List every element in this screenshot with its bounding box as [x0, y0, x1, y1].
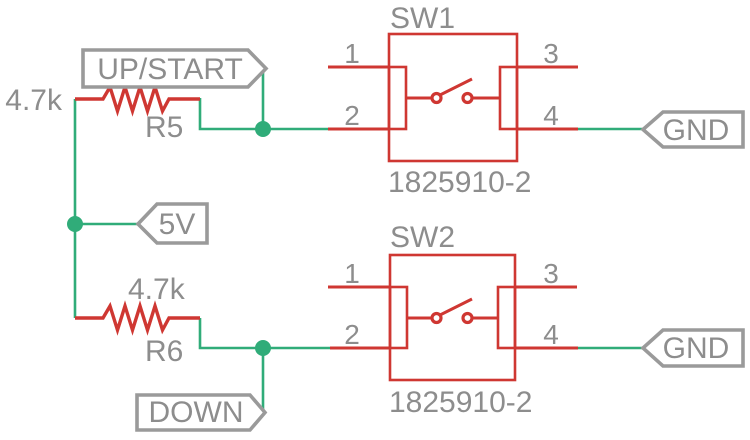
resistor-r6-symbol: [75, 300, 200, 336]
r5-value-label: 4.7k: [5, 84, 63, 117]
r5-zigzag: [75, 81, 200, 117]
net-label-gnd-top: GND: [663, 114, 730, 147]
net-flag-gnd-bottom: [640, 328, 745, 368]
sw2-contact-right: [461, 311, 474, 325]
sw2-right-contact-bar: [496, 285, 517, 350]
sw2-left-contact-bar: [388, 285, 409, 350]
r6-value-label: 4.7k: [128, 273, 186, 306]
sw1-lever: [439, 77, 473, 97]
sw1-right-contact-bar: [498, 65, 519, 131]
sw1-part-label: 1825910-2: [388, 166, 531, 199]
sw1-pin3-number: 3: [543, 38, 559, 69]
sw2-pin1-number: 1: [344, 258, 360, 289]
sw2-pin4-number: 4: [543, 319, 559, 350]
sw1-left-contact-bar: [387, 65, 408, 131]
r6-zigzag: [75, 300, 200, 336]
sw2-part-label: 1825910-2: [389, 386, 532, 419]
net-flag-up-start: [81, 48, 269, 89]
junction-dot-down: [255, 340, 271, 356]
r6-ref-label: R6: [145, 335, 183, 368]
wire-r6-to-sw2-pin2: [198, 318, 330, 350]
junction-dot-5v: [67, 216, 83, 232]
wire-r5-to-sw1-pin2: [198, 98, 328, 131]
net-label-down: DOWN: [149, 396, 244, 429]
sw1-ref-label: SW1: [390, 2, 455, 35]
net-flag-gnd-top: [640, 110, 745, 149]
sw2-pin3-number: 3: [543, 258, 559, 289]
switch-sw1-symbol: [328, 32, 578, 163]
sw1-pin1-number: 1: [344, 38, 360, 69]
sw2-contact-left: [430, 311, 443, 325]
sw1-pin2-number: 2: [344, 100, 360, 131]
net-flags: [81, 48, 745, 432]
labels: UP/START 5V DOWN GND GND 4.7k R5 4.7k R6…: [5, 2, 729, 429]
net-label-5v: 5V: [159, 208, 196, 241]
net-wires: [67, 69, 643, 411]
sw1-contact-left: [430, 91, 443, 105]
net-label-gnd-bottom: GND: [663, 332, 730, 365]
sw2-pin2-number: 2: [344, 319, 360, 350]
sw1-contact-right: [461, 91, 474, 105]
net-flag-5v: [135, 202, 209, 245]
switch-sw2-symbol: [328, 253, 578, 382]
resistor-r5-symbol: [75, 81, 200, 117]
sw2-lever: [439, 297, 473, 317]
sw2-ref-label: SW2: [390, 221, 455, 254]
net-label-up-start: UP/START: [97, 53, 243, 86]
net-flag-down: [135, 393, 268, 432]
r5-ref-label: R5: [145, 111, 183, 144]
sw1-pin4-number: 4: [543, 100, 559, 131]
junction-dot-upstart: [255, 121, 271, 137]
